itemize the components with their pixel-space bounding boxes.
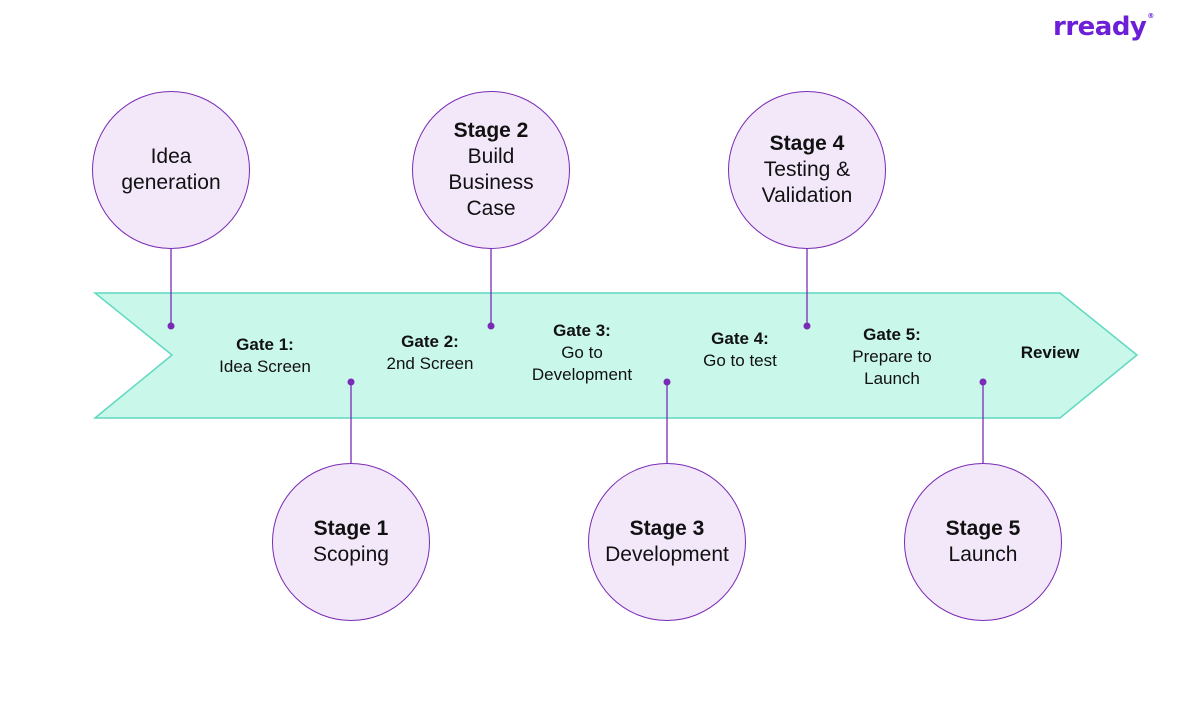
connector-dot-stage-3 xyxy=(663,378,671,386)
gate-1-label: Gate 1: Idea Screen xyxy=(190,334,340,378)
process-arrow xyxy=(92,292,1139,419)
gate-2-desc: 2nd Screen xyxy=(386,354,474,373)
brand-logo: rready® xyxy=(1053,12,1154,42)
gate-2-title: Gate 2: xyxy=(401,332,459,351)
stage-5-circle: Stage 5 Launch xyxy=(904,463,1062,621)
brand-registered-mark: ® xyxy=(1147,12,1154,20)
stage-4-desc: Testing & Validation xyxy=(761,158,853,207)
gate-3-title: Gate 3: xyxy=(553,321,611,340)
review-title: Review xyxy=(1020,343,1080,362)
gate-1-title: Gate 1: xyxy=(236,335,294,354)
stage-2-circle: Stage 2 Build Business Case xyxy=(412,91,570,249)
stage-2-desc: Build Business Case xyxy=(448,145,534,220)
connector-dot-stage-2 xyxy=(487,322,495,330)
brand-name: rready xyxy=(1053,12,1147,42)
gate-5-desc: Prepare to Launch xyxy=(852,347,932,388)
stage-1-desc: Scoping xyxy=(313,543,389,566)
connector-dot-stage-5 xyxy=(979,378,987,386)
gate-4-desc: Go to test xyxy=(703,351,777,370)
connector-dot-idea xyxy=(167,322,175,330)
stage-3-title: Stage 3 xyxy=(629,517,705,540)
review-label: Review xyxy=(990,342,1110,364)
idea-generation-label: Idea generation xyxy=(121,145,221,194)
stage-4-title: Stage 4 xyxy=(769,132,845,155)
gate-3-desc: Go to Development xyxy=(531,343,633,384)
gate-5-title: Gate 5: xyxy=(863,325,921,344)
idea-generation-circle: Idea generation xyxy=(92,91,250,249)
connector-dot-stage-1 xyxy=(347,378,355,386)
gate-3-label: Gate 3: Go to Development xyxy=(512,320,652,386)
stage-3-circle: Stage 3 Development xyxy=(588,463,746,621)
stage-5-desc: Launch xyxy=(948,543,1018,566)
stage-1-circle: Stage 1 Scoping xyxy=(272,463,430,621)
stage-3-desc: Development xyxy=(605,543,729,566)
stage-5-title: Stage 5 xyxy=(945,517,1021,540)
gate-1-desc: Idea Screen xyxy=(219,357,311,376)
stage-1-title: Stage 1 xyxy=(313,517,389,540)
gate-2-label: Gate 2: 2nd Screen xyxy=(360,331,500,375)
gate-4-title: Gate 4: xyxy=(711,329,769,348)
gate-4-label: Gate 4: Go to test xyxy=(670,328,810,372)
connector-dot-stage-4 xyxy=(803,322,811,330)
stage-4-circle: Stage 4 Testing & Validation xyxy=(728,91,886,249)
gate-5-label: Gate 5: Prepare to Launch xyxy=(822,324,962,390)
stage-2-title: Stage 2 xyxy=(453,119,529,142)
